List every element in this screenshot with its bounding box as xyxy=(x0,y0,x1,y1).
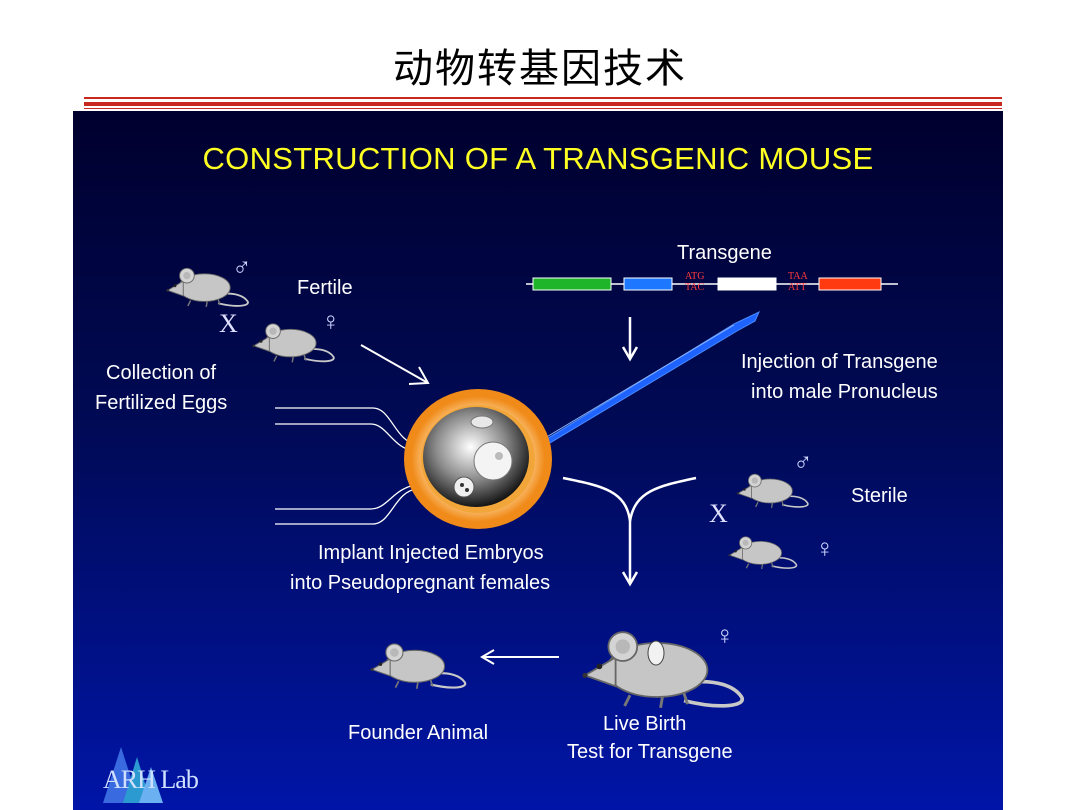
stop-codon-bottom: ATT xyxy=(788,282,807,293)
female-symbol: ♀ xyxy=(321,306,341,336)
female-symbol-pregnant: ♀ xyxy=(715,620,735,650)
label-collection-2: Fertilized Eggs xyxy=(95,392,228,414)
pseudopregnant-female-mouse xyxy=(727,535,798,570)
page-title: 动物转基因技术 xyxy=(393,46,687,92)
male-symbol: ♂ xyxy=(232,252,252,282)
arrow-down-transgene xyxy=(621,317,639,362)
label-collection-1: Collection of xyxy=(106,362,217,384)
title-rule xyxy=(84,108,1002,109)
cross-symbol-bottom: X xyxy=(709,499,728,528)
label-implant-1: Implant Injected Embryos xyxy=(318,542,544,564)
sterile-male-mouse xyxy=(735,473,809,509)
diagram-slide: CONSTRUCTION OF A TRANSGENIC MOUSE ♂ Fer… xyxy=(73,111,1003,810)
label-sterile: Sterile xyxy=(851,485,908,507)
label-fertile: Fertile xyxy=(297,277,353,299)
arrow-merge-down xyxy=(562,476,697,587)
label-live-birth-2: Test for Transgene xyxy=(567,741,733,763)
logo-mark xyxy=(103,747,163,803)
male-symbol-sterile: ♂ xyxy=(793,447,813,477)
stop-codon-top: TAA xyxy=(788,271,808,282)
label-injection-2: into male Pronucleus xyxy=(751,381,938,403)
label-founder: Founder Animal xyxy=(348,722,489,744)
title-rule xyxy=(84,97,1002,99)
start-codon-top: ATG xyxy=(685,271,705,282)
label-transgene: Transgene xyxy=(677,242,772,264)
logo-text: ARH Lab xyxy=(103,765,199,794)
cross-symbol-top: X xyxy=(219,309,238,338)
arrow-to-founder xyxy=(480,649,559,665)
pregnant-mouse xyxy=(580,630,745,710)
diagram-drawing xyxy=(103,267,898,803)
arrow-to-egg xyxy=(360,344,430,385)
label-live-birth-1: Live Birth xyxy=(603,713,687,735)
start-codon-bottom: TAC xyxy=(685,282,705,293)
transgene-construct xyxy=(526,277,898,291)
holding-pipette xyxy=(275,407,418,525)
title-rule xyxy=(84,102,1002,106)
fertilized-egg xyxy=(404,389,552,529)
label-injection-1: Injection of Transgene xyxy=(741,351,938,373)
label-implant-2: into Pseudopregnant females xyxy=(290,572,551,594)
female-symbol-sterile: ♀ xyxy=(815,533,835,563)
founder-mouse xyxy=(369,642,467,690)
slide-heading: CONSTRUCTION OF A TRANSGENIC MOUSE xyxy=(202,141,874,176)
